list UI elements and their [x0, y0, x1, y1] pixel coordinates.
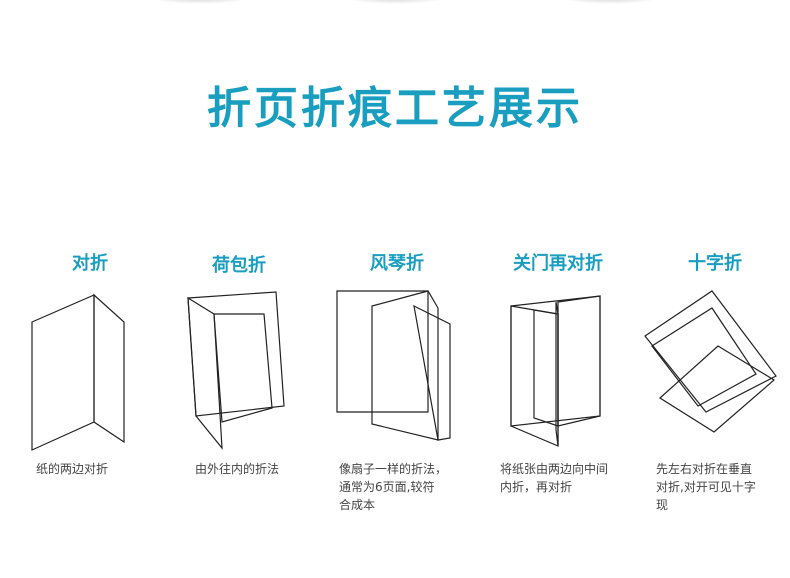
page-title: 折页折痕工艺展示	[207, 83, 583, 134]
half-fold-illustration	[28, 292, 128, 454]
fold-title: 关门再对折	[513, 253, 603, 274]
accordion-fold-illustration	[334, 288, 454, 446]
pocket-fold-illustration	[184, 288, 290, 452]
cross-fold-illustration	[642, 288, 780, 438]
fold-title: 十字折	[688, 253, 742, 274]
fold-title: 荷包折	[212, 255, 266, 276]
fold-title: 风琴折	[370, 253, 424, 274]
fold-description: 由外往内的折法	[195, 462, 280, 476]
fold-description: 像扇子一样的折法， 通常为6页面,较符 合成本	[339, 462, 448, 512]
fold-title: 对折	[72, 253, 108, 274]
gate-fold-illustration	[508, 292, 606, 448]
fold-description: 将纸张由两边向中间 内折，再对折	[500, 462, 609, 494]
top-decor-shadows	[0, 0, 790, 12]
fold-description: 先左右对折在垂直 对折,对开可见十字 现	[656, 462, 756, 512]
fold-description: 纸的两边对折	[36, 462, 109, 476]
